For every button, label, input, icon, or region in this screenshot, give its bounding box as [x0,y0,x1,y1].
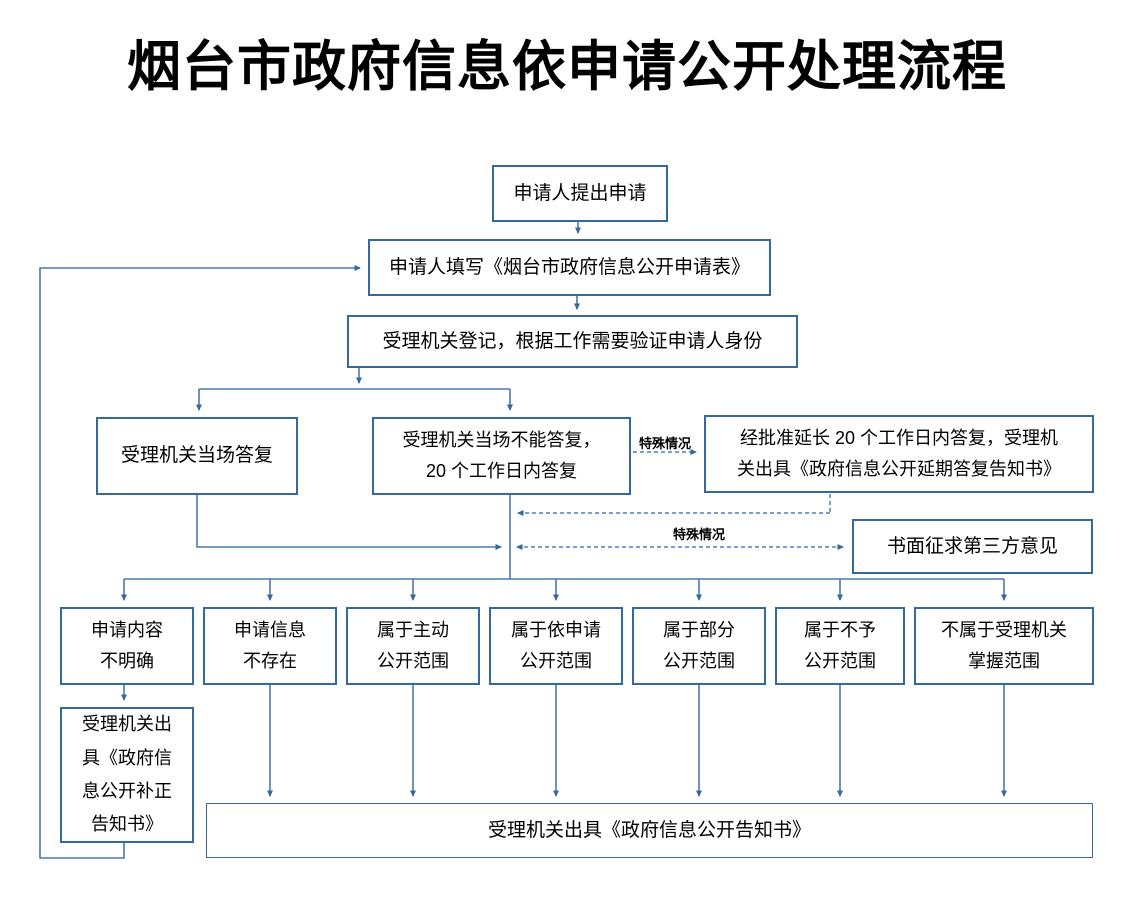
node-fill-form: 申请人填写《烟台市政府信息公开申请表》 [368,239,771,296]
node-third-party-opinion-text: 书面征求第三方意见 [886,535,1058,557]
special-case-label-1: 特殊情况 [639,436,692,451]
node-final-notice-text: 受理机关出具《政府信息公开告知书》 [487,819,811,841]
node-supplement-notice-line2: 具《政府信 [82,747,172,768]
node-reply-onsite-text: 受理机关当场答复 [120,445,273,467]
page-title: 烟台市政府信息依申请公开处理流程 [127,37,1007,97]
node-not-held-scope-line2: 掌握范围 [968,651,1040,671]
node-reply-within-20-days-line1: 受理机关当场不能答复， [402,429,601,450]
node-content-unclear-line1: 申请内容 [91,619,163,640]
node-reply-within-20-days: 受理机关当场不能答复， 20 个工作日内答复 [372,417,631,495]
node-non-disclosure-scope: 属于不予 公开范围 [775,607,905,685]
node-third-party-opinion: 书面征求第三方意见 [852,519,1093,574]
node-supplement-notice-line1: 受理机关出 [82,714,172,735]
node-proactive-scope: 属于主动 公开范围 [346,607,480,685]
node-partial-scope-line1: 属于部分 [663,619,735,640]
node-apply-text: 申请人提出申请 [513,182,647,204]
node-extended-reply-line1: 经批准延长 20 个工作日内答复，受理机 [739,427,1059,448]
node-proactive-scope-line1: 属于主动 [377,619,449,640]
node-register-text: 受理机关登记，根据工作需要验证申请人身份 [382,330,763,352]
node-supplement-notice: 受理机关出 具《政府信 息公开补正 告知书》 [60,707,194,843]
dashed-connectors [516,449,844,550]
node-partial-scope-line2: 公开范围 [663,651,735,671]
node-on-request-scope-line2: 公开范围 [520,651,592,671]
special-case-label-2: 特殊情况 [673,527,726,542]
solid-connectors [39,222,1007,859]
node-supplement-notice-line4: 告知书》 [91,814,163,835]
node-final-notice: 受理机关出具《政府信息公开告知书》 [206,803,1093,858]
node-content-unclear-line2: 不明确 [100,651,154,671]
node-on-request-scope-line1: 属于依申请 [511,619,601,640]
node-proactive-scope-line2: 公开范围 [377,651,449,671]
node-content-unclear: 申请内容 不明确 [60,607,194,685]
node-not-held-scope-line1: 不属于受理机关 [941,619,1067,640]
node-apply: 申请人提出申请 [492,165,668,222]
node-not-held-scope: 不属于受理机关 掌握范围 [914,607,1094,685]
node-info-not-exist-line2: 不存在 [243,651,297,671]
node-reply-within-20-days-line2: 20 个工作日内答复 [425,461,578,481]
node-register: 受理机关登记，根据工作需要验证申请人身份 [347,315,798,368]
node-partial-scope: 属于部分 公开范围 [632,607,766,685]
node-fill-form-text: 申请人填写《烟台市政府信息公开申请表》 [388,256,750,278]
node-supplement-notice-line3: 息公开补正 [82,781,172,801]
node-non-disclosure-scope-line1: 属于不予 [804,619,876,640]
node-on-request-scope: 属于依申请 公开范围 [489,607,623,685]
node-extended-reply: 经批准延长 20 个工作日内答复，受理机 关出具《政府信息公开延期答复告知书》 [704,415,1094,493]
node-extended-reply-line2: 关出具《政府信息公开延期答复告知书》 [737,459,1061,479]
node-info-not-exist-line1: 申请信息 [234,619,306,640]
node-reply-onsite: 受理机关当场答复 [96,417,298,495]
node-info-not-exist: 申请信息 不存在 [203,607,337,685]
node-non-disclosure-scope-line2: 公开范围 [804,651,876,671]
